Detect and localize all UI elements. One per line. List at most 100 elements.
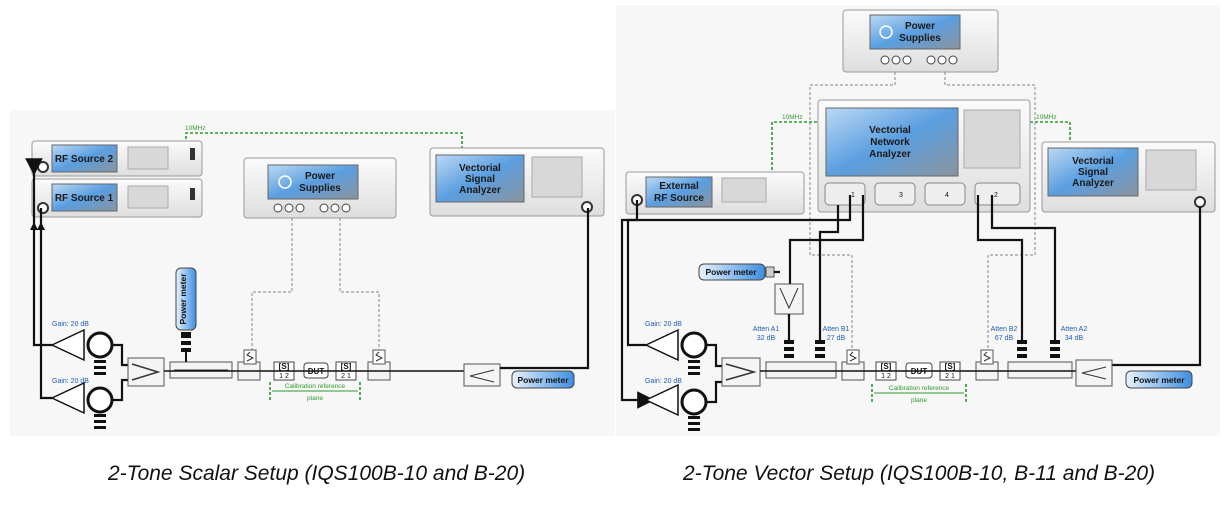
- right-atten-a2-name: Atten A2: [1061, 326, 1088, 333]
- left-power-supplies: Power Supplies: [243, 157, 397, 219]
- left-s1-ports: 1 2: [279, 373, 289, 380]
- left-isolator-top: [86, 331, 114, 359]
- left-s2-ports: 2 1: [341, 373, 351, 380]
- right-vna: Vectorial Network Analyzer 1 3 4 2: [817, 99, 1031, 213]
- left-ps-line2: Supplies: [299, 183, 341, 194]
- right-cable-to-vsa: [1112, 207, 1202, 367]
- left-vsa-line3: Analyzer: [459, 185, 501, 196]
- right-pm-left-label: Power meter: [705, 267, 757, 277]
- left-amp-bottom: [50, 381, 85, 415]
- right-ext-src-line1: External: [659, 181, 699, 192]
- left-cal-ref-label-2: plane: [307, 395, 323, 402]
- right-s2-ports: 2 1: [945, 373, 955, 380]
- left-rf-source-2-label: RF Source 2: [55, 154, 114, 165]
- right-cal-ref-label-2: plane: [911, 397, 927, 404]
- right-vna-port-3: 3: [899, 192, 903, 199]
- left-cal-ref-label-1: Calibration reference: [285, 383, 346, 390]
- right-vna-port-2: 2: [994, 192, 998, 199]
- right-vna-port-1: 1: [851, 192, 855, 199]
- left-gain-top: Gain: 20 dB: [52, 321, 89, 328]
- left-ps-wire-2: [339, 218, 380, 350]
- right-ext-src-line2: RF Source: [654, 193, 704, 204]
- right-ps-wire-2: [944, 72, 1036, 352]
- right-amp-bottom: [644, 383, 679, 417]
- right-vsa: Vectorial Signal Analyzer: [1041, 141, 1216, 213]
- right-ref-10mhz-right-label: 10MHz: [1036, 114, 1057, 121]
- right-s1-ports: 1 2: [881, 373, 891, 380]
- right-pm-right-label: Power meter: [1133, 375, 1185, 385]
- right-vna-line1: Vectorial: [869, 125, 911, 136]
- right-atten-b2-name: Atten B2: [991, 326, 1018, 333]
- right-vna-line2: Network: [870, 137, 910, 148]
- right-cable-vna-port1: [620, 195, 852, 409]
- left-cable-amp-bottom: [112, 378, 128, 402]
- right-attenuator-stacks: [784, 340, 1060, 358]
- right-vna-port-4: 4: [945, 192, 949, 199]
- left-s2-label: [S]: [341, 362, 352, 371]
- left-splitter: [463, 363, 501, 387]
- left-arrow-1: [30, 222, 38, 230]
- right-isolator-bottom: [680, 388, 708, 416]
- left-vsa-line2: Signal: [465, 174, 495, 185]
- left-s1-label: [S]: [279, 362, 290, 371]
- right-amp-top: [644, 328, 679, 362]
- left-cable-src1: [39, 208, 52, 400]
- left-vsa-line1: Vectorial: [459, 163, 501, 174]
- right-vsa-line1: Vectorial: [1072, 156, 1114, 167]
- right-external-rf-source: External RF Source: [625, 171, 805, 215]
- left-ps-wire-1: [251, 218, 293, 350]
- right-atten-a1-name: Atten A1: [753, 326, 780, 333]
- right-atten-b1-value: 27 dB: [827, 335, 846, 342]
- left-pm-right-label: Power meter: [517, 375, 569, 385]
- right-power-meter-right: Power meter: [1125, 370, 1193, 389]
- right-cal-ref-label-1: Calibration reference: [889, 385, 950, 392]
- right-gain-top: Gain: 20 dB: [645, 321, 682, 328]
- right-vna-line3: Analyzer: [869, 149, 911, 160]
- left-ref-10mhz-label: 10MHz: [185, 125, 206, 132]
- right-atten-a2-value: 34 dB: [1065, 335, 1084, 342]
- right-atten-b2-value: 67 dB: [995, 335, 1014, 342]
- right-coupler-2: [1007, 361, 1073, 379]
- right-cable-b1: [818, 205, 840, 340]
- right-atten-b1-name: Atten B1: [823, 326, 850, 333]
- left-pm-vertical-label: Power meter: [178, 273, 188, 325]
- right-ps-line1: Power: [905, 21, 935, 32]
- right-power-supplies: Power Supplies: [842, 9, 999, 73]
- right-splitter-a1: [774, 283, 804, 315]
- right-vsa-line2: Signal: [1078, 167, 1108, 178]
- right-cable-a1: [788, 195, 865, 285]
- left-terminations: [94, 360, 106, 429]
- left-isolator-bottom: [86, 386, 114, 414]
- right-ref-10mhz-right-line: [1030, 121, 1071, 142]
- caption-scalar-setup: 2-Tone Scalar Setup (IQS100B-10 and B-20…: [108, 462, 526, 485]
- left-cable-amp-top: [112, 343, 128, 367]
- left-arrow-2: [37, 222, 45, 230]
- left-gain-bottom: Gain: 20 dB: [52, 378, 89, 385]
- left-power-meter-right: Power meter: [511, 370, 575, 389]
- right-terminations: [688, 360, 700, 431]
- right-ps-line2: Supplies: [899, 33, 941, 44]
- right-splitter: [1075, 359, 1113, 387]
- left-cable-to-vsa: [500, 208, 590, 370]
- right-s2-label: [S]: [945, 362, 956, 371]
- right-setup: Power Supplies 10MHz 10MHz Vectorial Net…: [620, 9, 1216, 431]
- left-vsa: Vectorial Signal Analyzer: [429, 147, 605, 217]
- left-ps-line1: Power: [305, 171, 335, 182]
- left-setup: 10MHz RF Source 2 RF Source 1 Power Supp…: [25, 125, 605, 429]
- right-cable-amp-top: [706, 343, 722, 368]
- right-gain-bottom: Gain: 20 dB: [645, 378, 682, 385]
- right-atten-a1-value: 32 dB: [757, 335, 776, 342]
- right-ref-10mhz-left-label: 10MHz: [782, 114, 803, 121]
- right-coupler-1: [765, 361, 837, 379]
- right-power-meter-left: Power meter: [698, 263, 775, 281]
- right-isolator-top: [680, 331, 708, 359]
- left-rf-source-2: RF Source 2: [31, 140, 203, 177]
- caption-vector-setup: 2-Tone Vector Setup (IQS100B-10, B-11 an…: [683, 462, 1155, 485]
- left-power-meter-vertical: Power meter: [175, 267, 197, 362]
- right-vsa-line3: Analyzer: [1072, 178, 1114, 189]
- right-cable-amp-bottom: [706, 380, 722, 404]
- right-cable-a2: [990, 195, 1057, 340]
- right-ref-10mhz-left-line: [771, 121, 818, 170]
- left-rf-source-1-label: RF Source 1: [55, 193, 114, 204]
